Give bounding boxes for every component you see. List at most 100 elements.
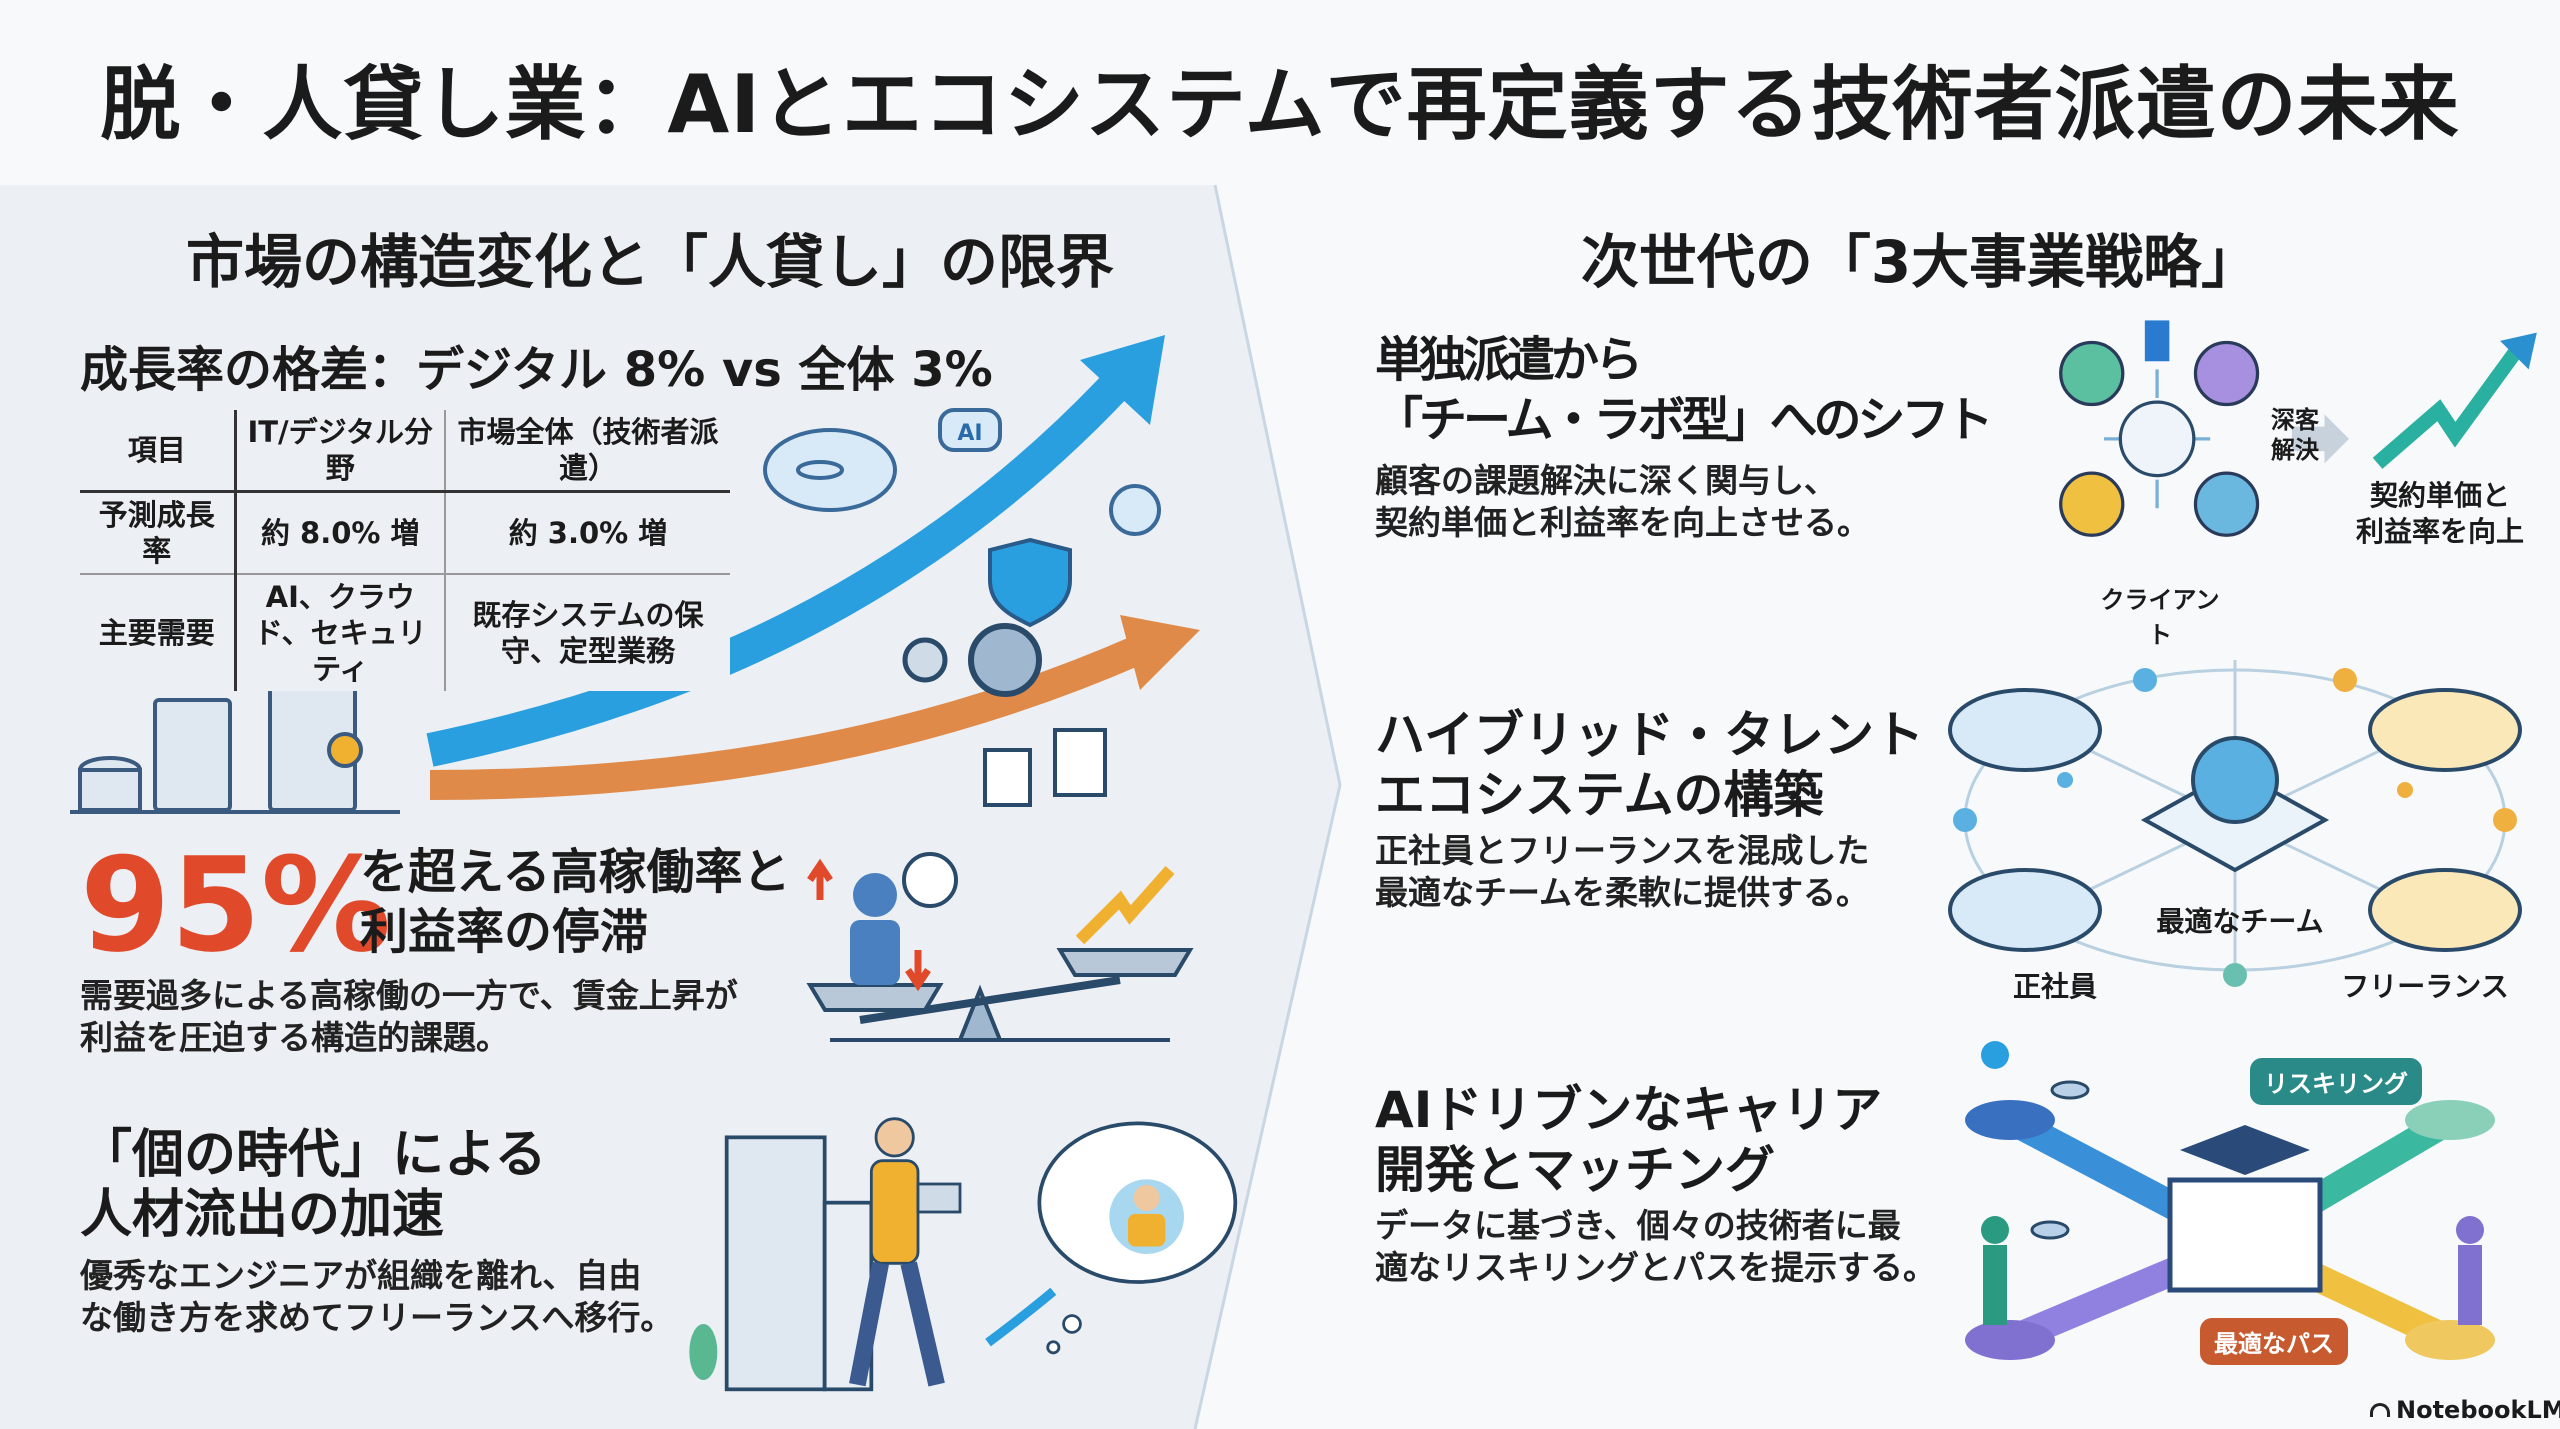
growth-table: 項目 IT/デジタル分野 市場全体（技術者派遣） 予測成長率 約 8.0% 増 …: [80, 410, 730, 691]
database-icon: [2030, 1220, 2070, 1240]
page-title: 脱・人貸し業：AIとエコシステムで再定義する技術者派遣の未来: [100, 58, 2460, 151]
employee-label: 正社員: [2012, 970, 2097, 1003]
reskilling-badge: リスキリング: [2250, 1058, 2422, 1105]
heading-line: 「個の時代」による: [80, 1125, 547, 1185]
person-icon: [874, 1117, 915, 1158]
title-line: エコシステムの構築: [1375, 766, 1824, 824]
utilization-body: 需要過多による高稼働の一方で、賃金上昇が 利益を圧迫する構造的課題。: [80, 975, 738, 1059]
deep-solution-label: 深客解決: [2271, 406, 2319, 464]
team-icon: [2191, 736, 2279, 824]
arrow-icon: [2291, 414, 2349, 464]
employee-group-icon: [1948, 868, 2102, 952]
table-header: IT/デジタル分野: [235, 410, 446, 493]
table-row: 予測成長率 約 8.0% 増 約 3.0% 増: [80, 491, 730, 575]
freelance-group-icon: [2368, 688, 2522, 772]
optimal-team-label: 最適なチーム: [2156, 905, 2324, 938]
outflow-heading: 「個の時代」による 人材流出の加速: [80, 1125, 546, 1245]
database-icon: [2050, 1080, 2090, 1100]
cloud-database-icon: [763, 428, 897, 512]
book-icon: [2167, 1177, 2323, 1293]
tree-icon: [689, 1324, 718, 1380]
body-line: 最適なチームを柔軟に提供する。: [1375, 873, 1870, 912]
heading-line: を超える高稼働率と: [360, 844, 791, 900]
platform-icon: [2405, 1100, 2495, 1140]
avatar: [2059, 471, 2125, 537]
platform-icon: [2405, 1320, 2495, 1360]
arrow-head-icon: [1080, 335, 1165, 425]
avatar: [2193, 340, 2260, 407]
body-line: 需要過多による高稼働の一方で、賃金上昇が: [80, 976, 738, 1015]
body-line: 契約単価と利益率を向上させる。: [1375, 503, 1870, 542]
table-cell: 約 3.0% 増: [445, 491, 730, 575]
scale-illustration: [806, 852, 1194, 1042]
down-arrow-icon: [905, 950, 931, 992]
table-header-row: 項目 IT/デジタル分野 市場全体（技術者派遣）: [80, 410, 730, 493]
strategy-3-body: データに基づき、個々の技術者に最 適なリスキリングとパスを提示する。: [1375, 1205, 1936, 1289]
ai-node-icon: [1109, 484, 1161, 536]
body-line: 正社員とフリーランスを混成した: [1375, 831, 1870, 870]
career-matching-diagram: [1965, 1041, 2495, 1360]
gear-icon: [327, 732, 363, 768]
avatar: [2193, 471, 2260, 537]
right-heading: 次世代の「3大事業戦略」: [1580, 228, 2260, 296]
platform-icon: [1965, 1320, 2055, 1360]
body-line: 適なリスキリングとパスを提示する。: [1375, 1248, 1936, 1287]
office-building-icon: [724, 1135, 827, 1392]
team-lab-diagram: [2059, 320, 2537, 537]
market-growth-arrow: [429, 626, 1167, 800]
body-line: 優秀なエンジニアが組織を離れ、自由: [80, 1256, 642, 1295]
platform-icon: [1965, 1100, 2055, 1140]
document-icon: [1053, 728, 1107, 797]
avatar: [2059, 340, 2125, 407]
digital-growth-arrow: [426, 358, 1143, 767]
table-cell: 主要需要: [80, 574, 237, 691]
graduation-cap-icon: [2180, 1125, 2310, 1175]
body-line: 利益を圧迫する構造的課題。: [80, 1018, 509, 1057]
gear-icon: [968, 623, 1042, 697]
left-heading: 市場の構造変化と「人貸し」の限界: [185, 228, 1114, 296]
client-label: クライアント: [2100, 586, 2220, 649]
table-header: 市場全体（技術者派遣）: [445, 410, 730, 493]
optimal-path-badge: 最適なパス: [2200, 1318, 2348, 1365]
laptop-icon: [916, 1182, 962, 1214]
brand-label: NotebookLM: [2396, 1396, 2560, 1424]
result-label: 契約単価と 利益率を向上: [2340, 478, 2540, 550]
utilization-heading: を超える高稼働率と 利益率の停滞: [360, 842, 791, 962]
title-line: 開発とマッチング: [1375, 1141, 1775, 1199]
title-line: AIドリブンなキャリア: [1375, 1081, 1883, 1139]
growth-heading: 成長率の格差：デジタル 8% vs 全体 3%: [80, 342, 993, 398]
arrow-icon: [985, 1287, 1057, 1347]
table-cell: 約 8.0% 増: [235, 491, 446, 575]
body-line: な働き方を求めてフリーランスへ移行。: [80, 1298, 674, 1337]
title-line: ハイブリッド・タレント: [1375, 706, 1924, 764]
table-cell: AI、クラウド、セキュリティ: [235, 574, 446, 691]
table-header: 項目: [80, 410, 237, 493]
outflow-body: 優秀なエンジニアが組織を離れ、自由 な働き方を求めてフリーランスへ移行。: [80, 1255, 673, 1339]
heading-line: 利益率の停滞: [360, 904, 649, 960]
employee-group-icon: [1948, 688, 2102, 772]
person-icon: [2456, 1216, 2484, 1244]
title-line: 単独派遣から: [1375, 332, 1643, 388]
body-line: データに基づき、個々の技術者に最: [1375, 1206, 1901, 1245]
strategy-2-title: ハイブリッド・タレント エコシステムの構築: [1375, 705, 1924, 825]
freelance-label: フリーランス: [2341, 970, 2509, 1003]
person-icon: [1981, 1216, 2009, 1244]
strategy-1-body: 顧客の課題解決に深く関与し、 契約単価と利益率を向上させる。: [1375, 460, 1870, 544]
body-line: 顧客の課題解決に深く関与し、: [1375, 461, 1837, 500]
person-icon: [853, 873, 897, 917]
talent-outflow-illustration: [689, 1117, 1238, 1392]
heading-line: 人材流出の加速: [80, 1185, 445, 1245]
notebooklm-logo-icon: [2370, 1403, 2390, 1417]
trend-up-icon: [2372, 340, 2527, 469]
trend-up-icon: [1075, 866, 1175, 945]
strategy-1-title: 単独派遣から 「チーム・ラボ型」へのシフト: [1375, 330, 1994, 450]
up-arrow-icon: [807, 858, 833, 900]
label-line: 利益率を向上: [2355, 515, 2524, 548]
clock-icon: [902, 852, 958, 908]
arrow-head-icon: [1120, 615, 1200, 690]
label-line: 契約単価と: [2369, 479, 2510, 512]
strategy-3-title: AIドリブンなキャリア 開発とマッチング: [1375, 1080, 1882, 1200]
freelance-group-icon: [2368, 868, 2522, 952]
growth-arrows-illustration: AI: [70, 335, 1200, 814]
svg-text:AI: AI: [957, 421, 982, 446]
